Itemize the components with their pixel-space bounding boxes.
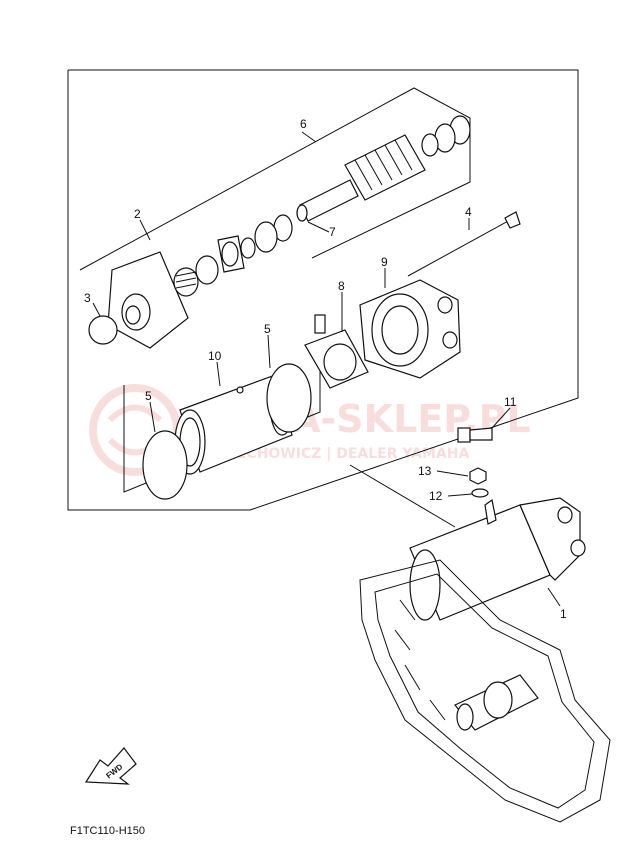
callout-5-front: 5 (145, 389, 152, 403)
starter-motor-assembly (409, 497, 586, 621)
callout-7: 7 (329, 225, 336, 239)
callout-4: 4 (465, 205, 472, 219)
callout-10: 10 (208, 349, 222, 363)
o-ring-rear (266, 363, 312, 433)
terminal-washer (471, 488, 489, 498)
washers (217, 214, 293, 273)
callout-12: 12 (429, 489, 443, 503)
bracket-upper (79, 87, 471, 271)
callout-11: 11 (504, 395, 517, 409)
crankcase (359, 559, 611, 823)
exploded-group-frame (67, 69, 579, 511)
watermark-subline: UCIECHOWICZ | DEALER YAMAHA (210, 446, 470, 462)
brush-holder (304, 314, 369, 389)
callout-2: 2 (134, 207, 141, 221)
callout-8: 8 (338, 279, 345, 293)
callout-13: 13 (418, 464, 432, 478)
callout-leaders (92, 131, 561, 607)
front-cover (107, 251, 219, 349)
mounting-bolt (457, 427, 493, 443)
callouts: 6 2 3 4 7 8 9 5 10 5 11 13 12 1 (84, 117, 567, 621)
forward-arrow-icon: FWD (84, 747, 137, 785)
callout-5-rear: 5 (264, 322, 271, 336)
terminal-nut (469, 467, 487, 485)
leader-to-assembly (349, 464, 456, 528)
callout-9: 9 (381, 255, 388, 269)
callout-3: 3 (84, 291, 91, 305)
callout-6: 6 (300, 117, 307, 131)
callout-1: 1 (560, 607, 567, 621)
o-ring-front-yoke (142, 430, 188, 500)
rear-cover (359, 279, 461, 379)
armature (296, 115, 471, 222)
o-ring-front (88, 315, 118, 345)
through-bolt (407, 211, 521, 277)
reference-code: F1TC110-H150 (70, 825, 145, 837)
